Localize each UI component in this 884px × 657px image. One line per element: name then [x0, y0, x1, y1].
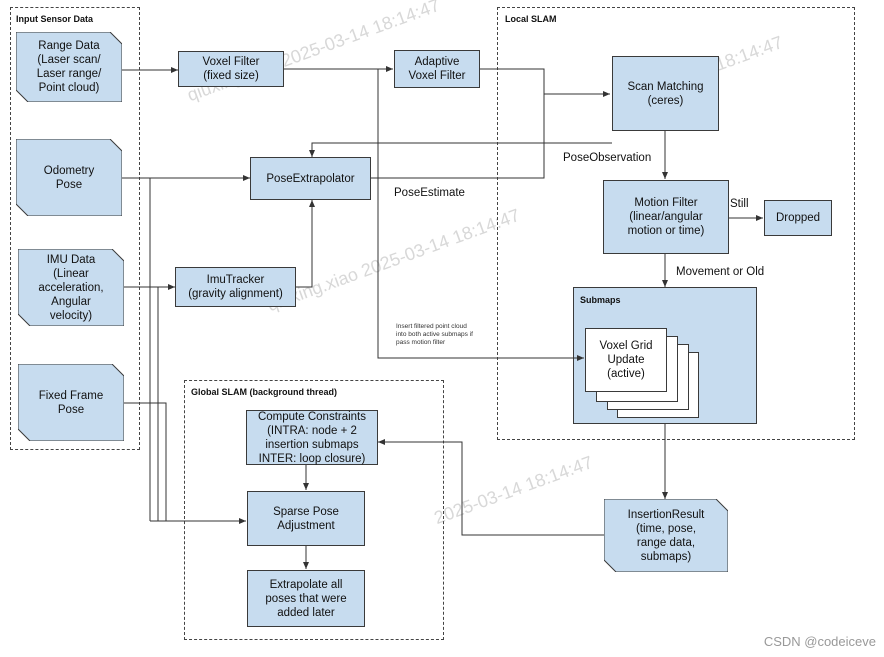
global-slam-title: Global SLAM (background thread)	[191, 387, 338, 397]
still-label: Still	[730, 198, 749, 210]
odometry-pose-node: Odometry Pose	[16, 139, 122, 216]
insertion-result-node: InsertionResult (time, pose, range data,…	[604, 499, 728, 572]
extrapolate-poses-node: Extrapolate all poses that were added la…	[247, 570, 365, 627]
pose-estimate-label: PoseEstimate	[394, 187, 465, 199]
range-data-label: Range Data (Laser scan/ Laser range/ Poi…	[36, 40, 102, 94]
movement-or-old-label: Movement or Old	[676, 266, 765, 278]
global-slam-group	[184, 380, 444, 640]
input-sensor-group	[10, 7, 140, 450]
fixed-frame-pose-node: Fixed Frame Pose	[18, 364, 124, 441]
dropped-node: Dropped	[764, 200, 832, 236]
pose-observation-label: PoseObservation	[563, 152, 652, 164]
submaps-title: Submaps	[580, 295, 621, 305]
sparse-pose-adjustment-node: Sparse Pose Adjustment	[247, 491, 365, 546]
local-slam-title: Local SLAM	[505, 14, 557, 24]
imu-data-node: IMU Data (Linear acceleration, Angular v…	[18, 249, 124, 326]
compute-constraints-node: Compute Constraints (INTRA: node + 2 ins…	[246, 410, 378, 465]
voxel-grid-update-node: Voxel Grid Update (active)	[585, 328, 667, 392]
motion-filter-node: Motion Filter (linear/angular motion or …	[603, 180, 729, 254]
imu-tracker-node: ImuTracker (gravity alignment)	[175, 267, 296, 307]
local-slam-group	[497, 7, 855, 440]
odometry-pose-label: Odometry Pose	[43, 164, 95, 191]
adaptive-voxel-filter-node: Adaptive Voxel Filter	[394, 50, 480, 88]
fixed-frame-pose-label: Fixed Frame Pose	[38, 389, 104, 416]
voxel-filter-node: Voxel Filter (fixed size)	[178, 51, 284, 87]
csdn-footer: CSDN @codeiceve	[763, 634, 876, 649]
scan-matching-node: Scan Matching (ceres)	[612, 56, 719, 131]
pose-extrapolator-node: PoseExtrapolator	[250, 157, 371, 200]
range-data-node: Range Data (Laser scan/ Laser range/ Poi…	[16, 32, 122, 102]
insert-note-label: Insert filtered point cloud into both ac…	[396, 323, 473, 346]
insertion-result-label: InsertionResult (time, pose, range data,…	[627, 508, 705, 563]
imu-data-label: IMU Data (Linear acceleration, Angular v…	[38, 253, 104, 322]
input-sensor-title: Input Sensor Data	[16, 14, 94, 24]
